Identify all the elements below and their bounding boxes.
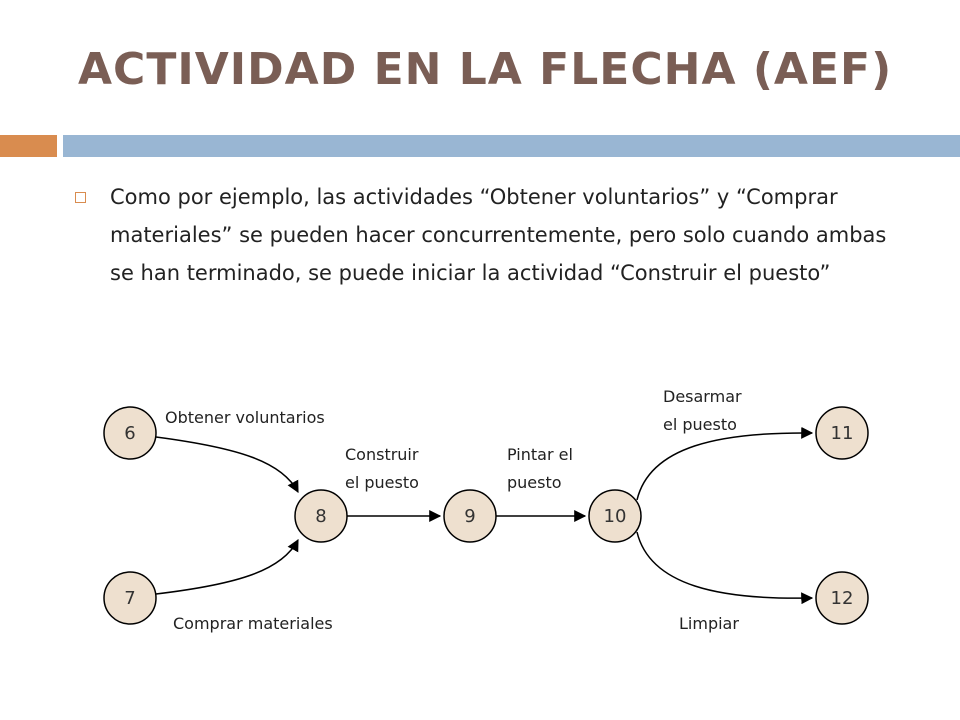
event-node-12: 12 — [815, 571, 869, 625]
activity-label-10-12: Limpiar — [679, 614, 739, 633]
activity-label-7-8: Comprar materiales — [173, 614, 333, 633]
event-node-7: 7 — [103, 571, 157, 625]
arrow-6-8 — [155, 436, 299, 494]
event-node-label: 8 — [315, 506, 326, 527]
activity-label-6-8: Obtener voluntarios — [165, 408, 325, 427]
event-node-label: 9 — [464, 506, 475, 527]
event-node-label: 7 — [124, 588, 135, 609]
event-node-8: 8 — [294, 489, 348, 543]
accent-bar-orange — [0, 135, 57, 157]
arrow-10-12 — [636, 531, 814, 605]
event-node-11: 11 — [815, 406, 869, 460]
event-node-9: 9 — [443, 489, 497, 543]
accent-bar-blue — [63, 135, 960, 157]
event-node-label: 10 — [604, 506, 627, 527]
arrow-7-8 — [155, 538, 299, 595]
event-node-6: 6 — [103, 406, 157, 460]
event-node-label: 6 — [124, 423, 135, 444]
arrow-10-11 — [636, 426, 814, 501]
event-node-label: 12 — [831, 588, 854, 609]
bullet-text: Como por ejemplo, las actividades “Obten… — [110, 185, 887, 285]
square-bullet-icon — [75, 192, 86, 203]
slide-title: ACTIVIDAD EN LA FLECHA (AEF) — [78, 44, 893, 95]
event-node-10: 10 — [588, 489, 642, 543]
event-node-label: 11 — [831, 423, 854, 444]
